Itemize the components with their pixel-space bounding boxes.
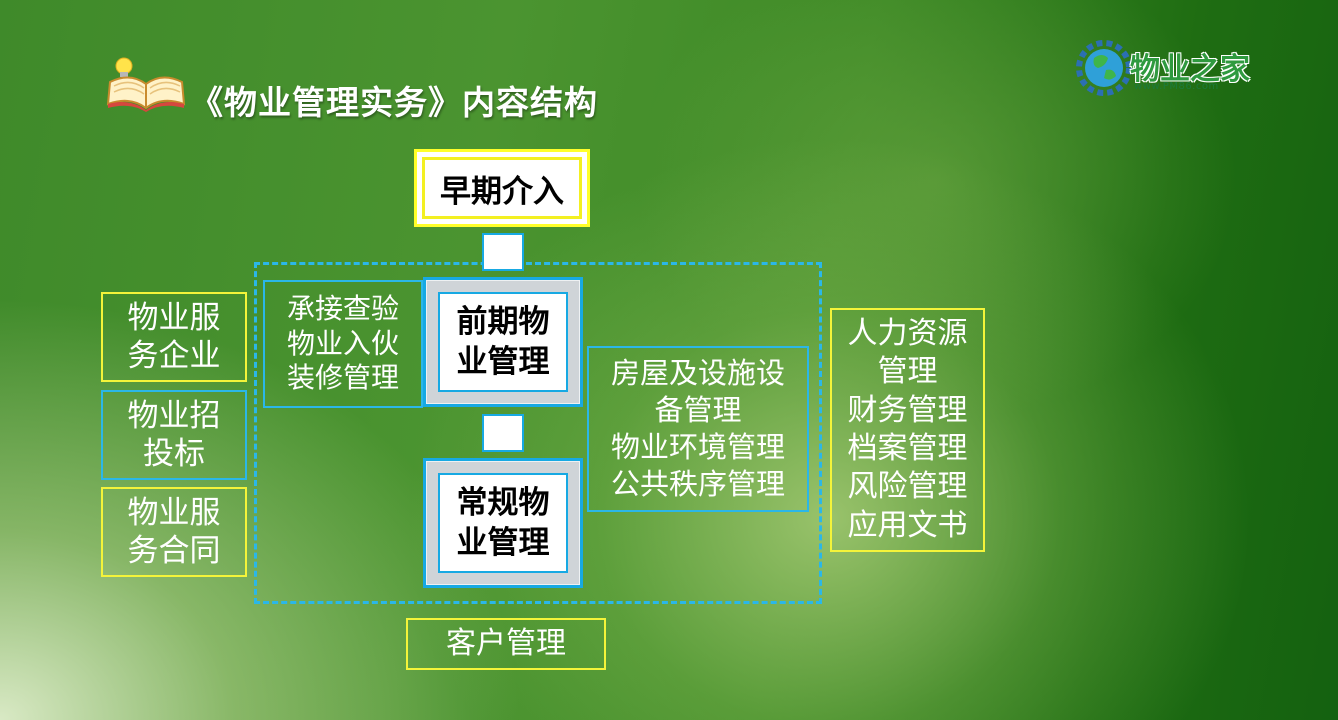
takeover-item: 物业入伙 [286, 326, 399, 360]
right-item: 应用文书 [847, 507, 968, 543]
regular-property-management-line: 业管理 [456, 525, 550, 561]
regular-property-management-box: 常规物 业管理 [423, 458, 583, 588]
right-items-box: 人力资源 管理 财务管理 档案管理 风险管理 应用文书 [830, 308, 985, 552]
takeover-box: 承接查验 物业入伙 装修管理 [263, 280, 423, 408]
early-property-management-box: 前期物 业管理 [423, 277, 583, 407]
page-title: 《物业管理实务》内容结构 [190, 83, 598, 122]
left-item-line: 物业服 [127, 299, 221, 336]
left-item-line: 物业招 [127, 397, 221, 434]
connector-middle [482, 414, 524, 452]
logo-url: www.PM86.com [1134, 81, 1219, 92]
left-item-bidding: 物业招 投标 [101, 390, 247, 480]
globe-gear-icon [1076, 40, 1132, 96]
left-item-service-contract: 物业服 务合同 [101, 487, 247, 577]
early-intervention-box: 早期介入 [414, 149, 590, 227]
regular-property-management-label: 常规物 业管理 [438, 473, 568, 573]
logo-name: 物业之家 [1130, 52, 1250, 87]
right-item: 人力资源 [847, 315, 968, 351]
book-icon [104, 56, 190, 112]
customer-management-box: 客户管理 [406, 618, 606, 670]
regular-property-management-line: 常规物 [456, 484, 550, 521]
left-item-line: 务企业 [127, 338, 221, 374]
right-item: 档案管理 [847, 431, 968, 466]
facilities-item: 房屋及设施设 [610, 355, 785, 390]
early-property-management-label: 前期物 业管理 [438, 292, 568, 392]
dashed-frame [254, 262, 822, 604]
right-item: 管理 [877, 354, 938, 390]
left-item-line: 物业服 [127, 494, 221, 531]
connector-top [482, 233, 524, 271]
left-item-line: 务合同 [127, 533, 221, 569]
takeover-item: 承接查验 [286, 291, 399, 325]
facilities-item: 公共秩序管理 [610, 467, 785, 502]
facilities-box: 房屋及设施设 备管理 物业环境管理 公共秩序管理 [587, 346, 809, 512]
early-property-management-line: 业管理 [456, 344, 550, 380]
right-item: 风险管理 [847, 469, 968, 505]
early-property-management-line: 前期物 [456, 303, 550, 340]
facilities-item: 备管理 [654, 392, 742, 427]
left-item-service-company: 物业服 务企业 [101, 292, 247, 382]
facilities-item: 物业环境管理 [610, 430, 785, 464]
left-item-line: 投标 [143, 436, 205, 472]
takeover-item: 装修管理 [286, 361, 399, 395]
right-item: 财务管理 [847, 392, 968, 428]
